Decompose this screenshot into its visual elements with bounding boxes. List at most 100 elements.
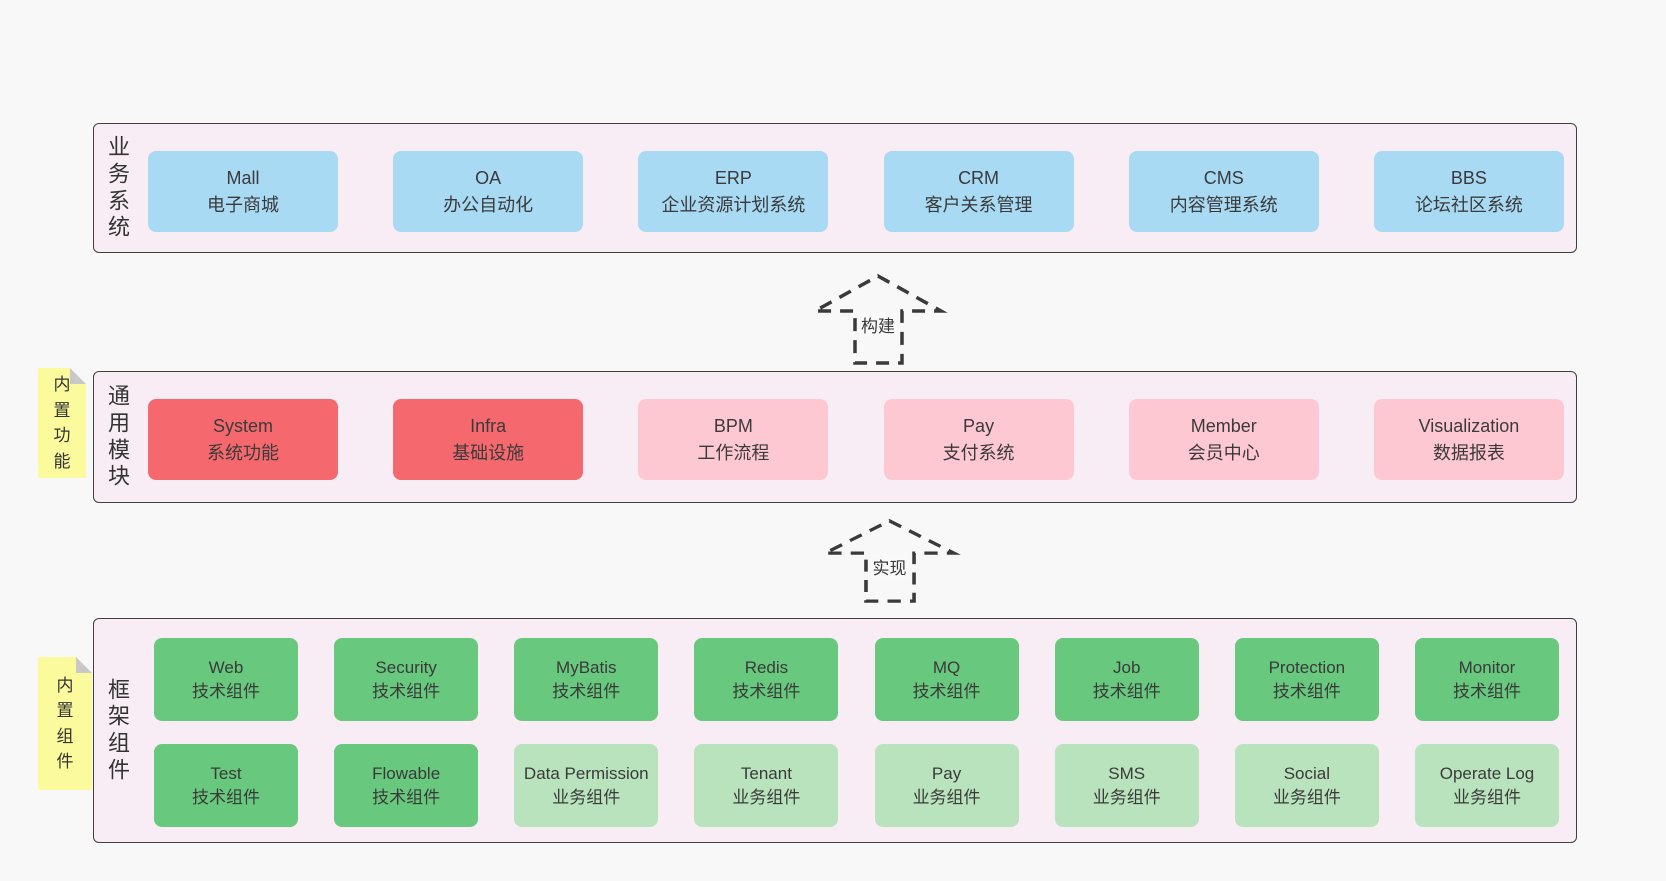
module-web: Web 技术组件	[154, 638, 298, 721]
sticky-builtin-features: 内置功能	[38, 368, 86, 478]
module-name: Redis	[744, 657, 789, 677]
module-name: Monitor	[1458, 657, 1516, 677]
module-pay-biz: Pay 业务组件	[874, 744, 1019, 827]
module-desc: 业务组件	[1452, 787, 1521, 807]
module-desc: 电子商城	[207, 194, 279, 215]
module-desc: 技术组件	[912, 681, 981, 701]
module-crm: CRM 客户关系管理	[883, 151, 1074, 232]
implement-arrow-label: 实现	[870, 554, 909, 580]
framework-components-row-2: Test 技术组件 Flowable 技术组件 Data Permission …	[154, 744, 1559, 827]
module-bpm: BPM 工作流程	[638, 399, 829, 480]
build-arrow-label: 构建	[859, 312, 897, 338]
module-mq: MQ 技术组件	[874, 638, 1019, 721]
module-data-permission: Data Permission 业务组件	[514, 744, 659, 827]
module-desc: 技术组件	[192, 681, 260, 701]
module-name: Test	[210, 763, 242, 783]
module-name: Pay	[963, 416, 995, 437]
module-desc: 企业资源计划系统	[661, 194, 806, 215]
module-monitor: Monitor 技术组件	[1414, 638, 1559, 721]
module-name: MyBatis	[556, 657, 617, 677]
panel-label-business-systems: 业务系统	[108, 134, 131, 240]
module-name: Pay	[931, 763, 962, 783]
module-pay: Pay 支付系统	[883, 399, 1074, 480]
module-desc: 数据报表	[1432, 442, 1505, 463]
panel-common-modules: 通用模块 System 系统功能 Infra 基础设施 BPM 工作流程 Pay…	[93, 371, 1577, 503]
module-name: Social	[1283, 763, 1330, 783]
module-desc: 技术组件	[372, 787, 441, 807]
module-member: Member 会员中心	[1128, 399, 1319, 480]
module-desc: 技术组件	[192, 787, 260, 807]
module-desc: 工作流程	[697, 442, 770, 463]
module-name: Mall	[226, 168, 260, 189]
module-operate-log: Operate Log 业务组件	[1414, 744, 1559, 827]
module-name: Member	[1190, 416, 1257, 437]
module-system: System 系统功能	[148, 399, 338, 480]
module-job: Job 技术组件	[1054, 638, 1199, 721]
framework-components-row-1: Web 技术组件 Security 技术组件 MyBatis 技术组件 Redi…	[154, 638, 1559, 721]
module-desc: 业务组件	[732, 787, 801, 807]
module-desc: 技术组件	[1452, 681, 1521, 701]
up-block-arrow-icon	[808, 273, 948, 365]
module-infra: Infra 基础设施	[393, 399, 584, 480]
module-desc: 内容管理系统	[1169, 194, 1278, 215]
up-block-arrow-icon	[818, 518, 961, 603]
module-name: CMS	[1203, 168, 1244, 189]
module-desc: 办公自动化	[443, 194, 534, 215]
module-name: System	[212, 416, 273, 437]
module-desc: 业务组件	[1272, 787, 1341, 807]
panel-label-common-modules: 通用模块	[108, 383, 131, 489]
module-desc: 基础设施	[452, 442, 525, 463]
module-name: Infra	[470, 416, 507, 437]
module-erp: ERP 企业资源计划系统	[638, 151, 829, 232]
build-arrow-icon: 构建	[808, 273, 948, 365]
module-desc: 技术组件	[552, 681, 621, 701]
panel-framework-components: 框架组件 Web 技术组件 Security 技术组件 MyBatis 技术组件…	[93, 618, 1577, 843]
module-name: Operate Log	[1439, 763, 1535, 783]
module-security: Security 技术组件	[334, 638, 479, 721]
implement-arrow-icon: 实现	[818, 518, 961, 603]
module-name: Web	[208, 657, 244, 677]
panel-business-systems: 业务系统 Mall 电子商城 OA 办公自动化 ERP 企业资源计划系统 CRM…	[93, 123, 1577, 253]
module-name: MQ	[932, 657, 961, 677]
module-desc: 业务组件	[1092, 787, 1161, 807]
module-sms: SMS 业务组件	[1054, 744, 1199, 827]
module-name: Protection	[1268, 657, 1346, 677]
module-tenant: Tenant 业务组件	[694, 744, 839, 827]
module-name: Data Permission	[523, 763, 649, 783]
module-bbs: BBS 论坛社区系统	[1373, 151, 1564, 232]
module-mall: Mall 电子商城	[148, 151, 338, 232]
module-oa: OA 办公自动化	[393, 151, 584, 232]
module-desc: 论坛社区系统	[1414, 194, 1523, 215]
module-name: Tenant	[740, 763, 792, 783]
module-protection: Protection 技术组件	[1234, 638, 1379, 721]
module-name: ERP	[714, 168, 752, 189]
module-desc: 业务组件	[552, 787, 621, 807]
business-modules-row: Mall 电子商城 OA 办公自动化 ERP 企业资源计划系统 CRM 客户关系…	[148, 151, 1564, 232]
module-desc: 业务组件	[912, 787, 981, 807]
module-desc: 技术组件	[1092, 681, 1161, 701]
sticky-builtin-components: 内置组件	[38, 657, 92, 790]
module-name: Security	[375, 657, 437, 677]
module-desc: 技术组件	[1272, 681, 1341, 701]
module-desc: 会员中心	[1187, 442, 1260, 463]
module-social: Social 业务组件	[1234, 744, 1379, 827]
module-name: BPM	[713, 416, 753, 437]
module-mybatis: MyBatis 技术组件	[514, 638, 659, 721]
module-name: CRM	[958, 168, 1000, 189]
module-desc: 系统功能	[207, 442, 279, 463]
module-name: Visualization	[1418, 416, 1520, 437]
module-test: Test 技术组件	[154, 744, 298, 827]
sticky-label: 内置组件	[56, 675, 74, 772]
module-cms: CMS 内容管理系统	[1128, 151, 1319, 232]
module-desc: 技术组件	[372, 681, 441, 701]
module-visualization: Visualization 数据报表	[1373, 399, 1564, 480]
module-name: Flowable	[372, 763, 441, 783]
module-desc: 客户关系管理	[924, 194, 1033, 215]
module-desc: 技术组件	[732, 681, 801, 701]
module-name: Job	[1112, 657, 1141, 677]
sticky-label: 内置功能	[53, 375, 71, 471]
module-flowable: Flowable 技术组件	[334, 744, 479, 827]
panel-label-framework-components: 框架组件	[108, 676, 131, 783]
module-name: SMS	[1108, 763, 1146, 783]
